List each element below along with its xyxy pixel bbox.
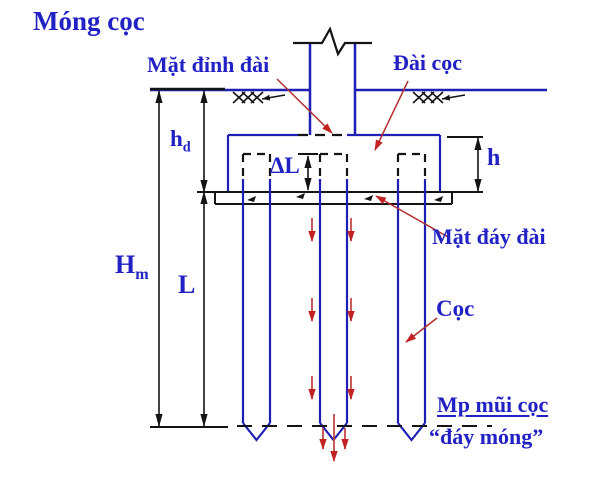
dim-label-h: h xyxy=(487,145,501,171)
label-cap-bottom-surface: Mặt đáy đài xyxy=(432,224,546,249)
leader-arrows xyxy=(276,78,449,343)
dim-label-delta-L: ΔL xyxy=(270,153,300,178)
layer-mark xyxy=(296,193,305,199)
load-arrows xyxy=(308,218,355,462)
leader-pile xyxy=(405,317,438,343)
layer-mark xyxy=(434,196,443,202)
leader-cap-bottom-surface xyxy=(375,195,449,238)
ground-hatch-left xyxy=(232,91,286,104)
pile-tip-plane xyxy=(150,425,492,428)
label-pile: Cọc xyxy=(436,296,475,321)
layer-mark xyxy=(364,195,373,201)
label-foundation-bottom: “đáy móng” xyxy=(429,424,544,449)
pile-cap-outline xyxy=(226,133,442,192)
label-cap-top-surface: Mặt đỉnh đài xyxy=(147,52,270,77)
column xyxy=(293,26,372,135)
pile-2 xyxy=(318,152,349,442)
dim-label-Hm: Hm xyxy=(115,250,149,284)
pile-3 xyxy=(396,152,427,442)
label-pile-tip-plane: Mp mũi cọc xyxy=(437,392,549,417)
page-title: Móng cọc xyxy=(33,6,145,36)
dim-label-L: L xyxy=(178,270,196,299)
ground-line xyxy=(150,87,547,92)
leader-cap-top-surface xyxy=(276,78,333,134)
ground-hatch-right xyxy=(412,91,466,104)
lean-concrete-layer xyxy=(197,191,483,205)
dim-label-hd: hd xyxy=(170,126,191,156)
leader-pile-cap xyxy=(374,80,409,151)
break-symbol xyxy=(293,26,372,57)
label-pile-cap: Đài cọc xyxy=(393,50,463,75)
dimension-lines xyxy=(155,90,483,427)
layer-mark xyxy=(247,196,256,202)
pile-1 xyxy=(241,152,272,442)
